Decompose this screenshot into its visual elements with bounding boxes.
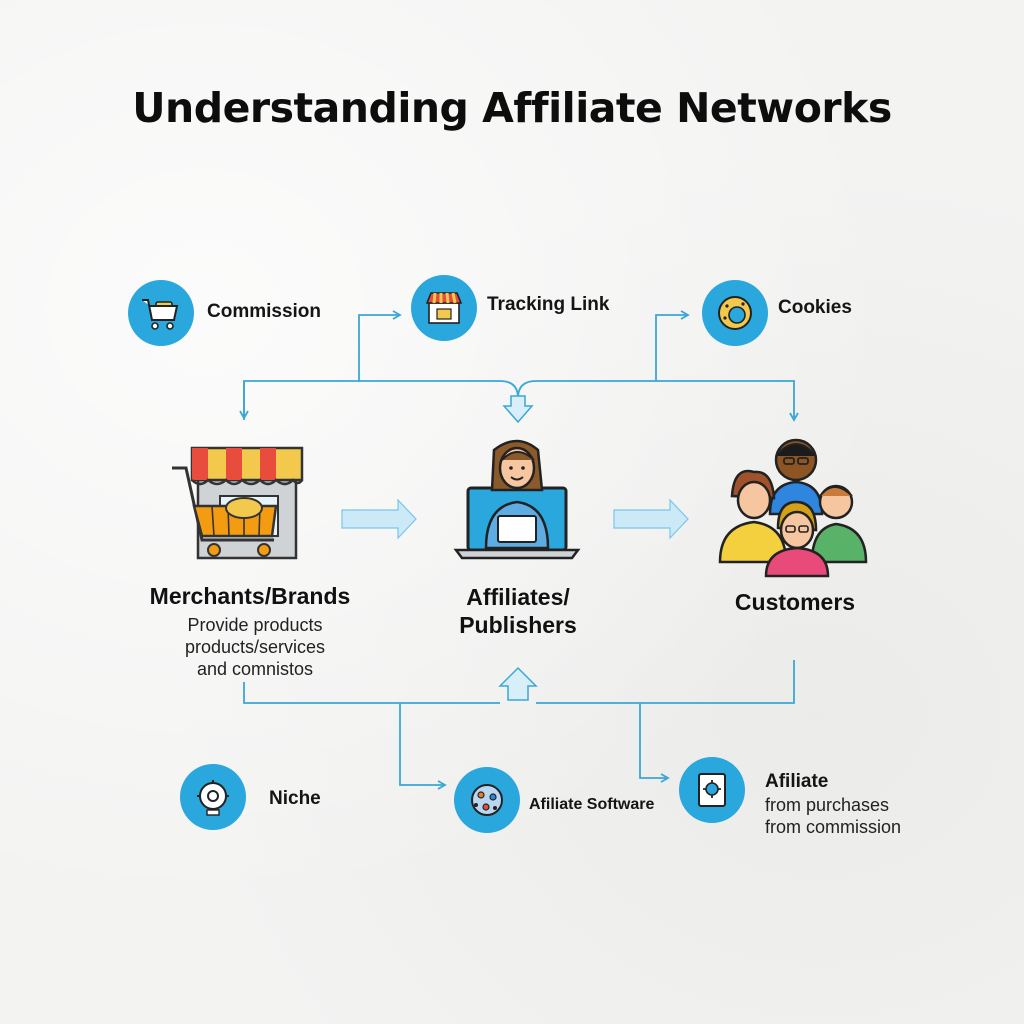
connector-affiliate [639, 703, 670, 783]
page-title: Understanding Affiliate Networks [132, 84, 892, 132]
affiliates-publishers-title: Affiliates/ Publishers [420, 583, 616, 639]
software-network-icon [471, 784, 503, 816]
merchants-desc-line-1: Provide products [187, 615, 323, 635]
target-gear-icon [197, 780, 229, 816]
shopping-cart-icon [142, 299, 179, 330]
arrow-merchants-affiliates [341, 498, 417, 540]
affiliate-label: Afiliate [765, 771, 829, 792]
merchants-brands-title: Merchants/Brands [149, 583, 351, 609]
niche-label: Niche [269, 788, 321, 809]
affiliate-badge [679, 757, 745, 823]
connector-niche-software [399, 703, 447, 790]
publisher-laptop-icon [453, 439, 581, 560]
store-cart-icon [172, 446, 304, 560]
tablet-gear-icon [698, 773, 726, 807]
connector-top-center-right [517, 380, 799, 422]
affiliate-software-badge [454, 767, 520, 833]
affiliate-desc-line-1: from purchases [765, 795, 890, 815]
affiliate-software-label: Afiliate Software [529, 796, 655, 813]
affiliate-desc-line-2: from commission [765, 817, 902, 837]
merchants-desc-line-2: products/services [184, 637, 326, 657]
merchants-desc-line-3: and comnistos [196, 659, 314, 679]
up-arrow-bottom [498, 666, 538, 701]
connector-top-center-left [359, 380, 519, 405]
affiliates-title-line-1: Affiliates/ [466, 584, 570, 610]
connector-bottom-right [536, 660, 795, 704]
arrow-affiliates-customers [613, 498, 689, 540]
affiliates-title-line-2: Publishers [459, 612, 577, 638]
storefront-icon [425, 292, 463, 324]
commission-badge [128, 280, 194, 346]
tracking-link-badge [411, 275, 477, 341]
merchants-desc: Provide products products/services and c… [140, 614, 370, 680]
cookies-badge [702, 280, 768, 346]
customers-title: Customers [734, 589, 856, 615]
customers-group-icon [718, 438, 868, 578]
affiliate-desc: from purchases from commission [765, 794, 901, 838]
cookies-label: Cookies [778, 297, 852, 318]
tracking-link-label: Tracking Link [487, 294, 610, 315]
cookie-icon [718, 296, 752, 330]
connector-bottom-left [243, 682, 500, 704]
down-arrow-top [502, 395, 534, 424]
niche-badge [180, 764, 246, 830]
commission-label: Commission [207, 301, 322, 322]
connector-cookies [655, 310, 690, 381]
connector-merchants-tracking [243, 310, 402, 420]
